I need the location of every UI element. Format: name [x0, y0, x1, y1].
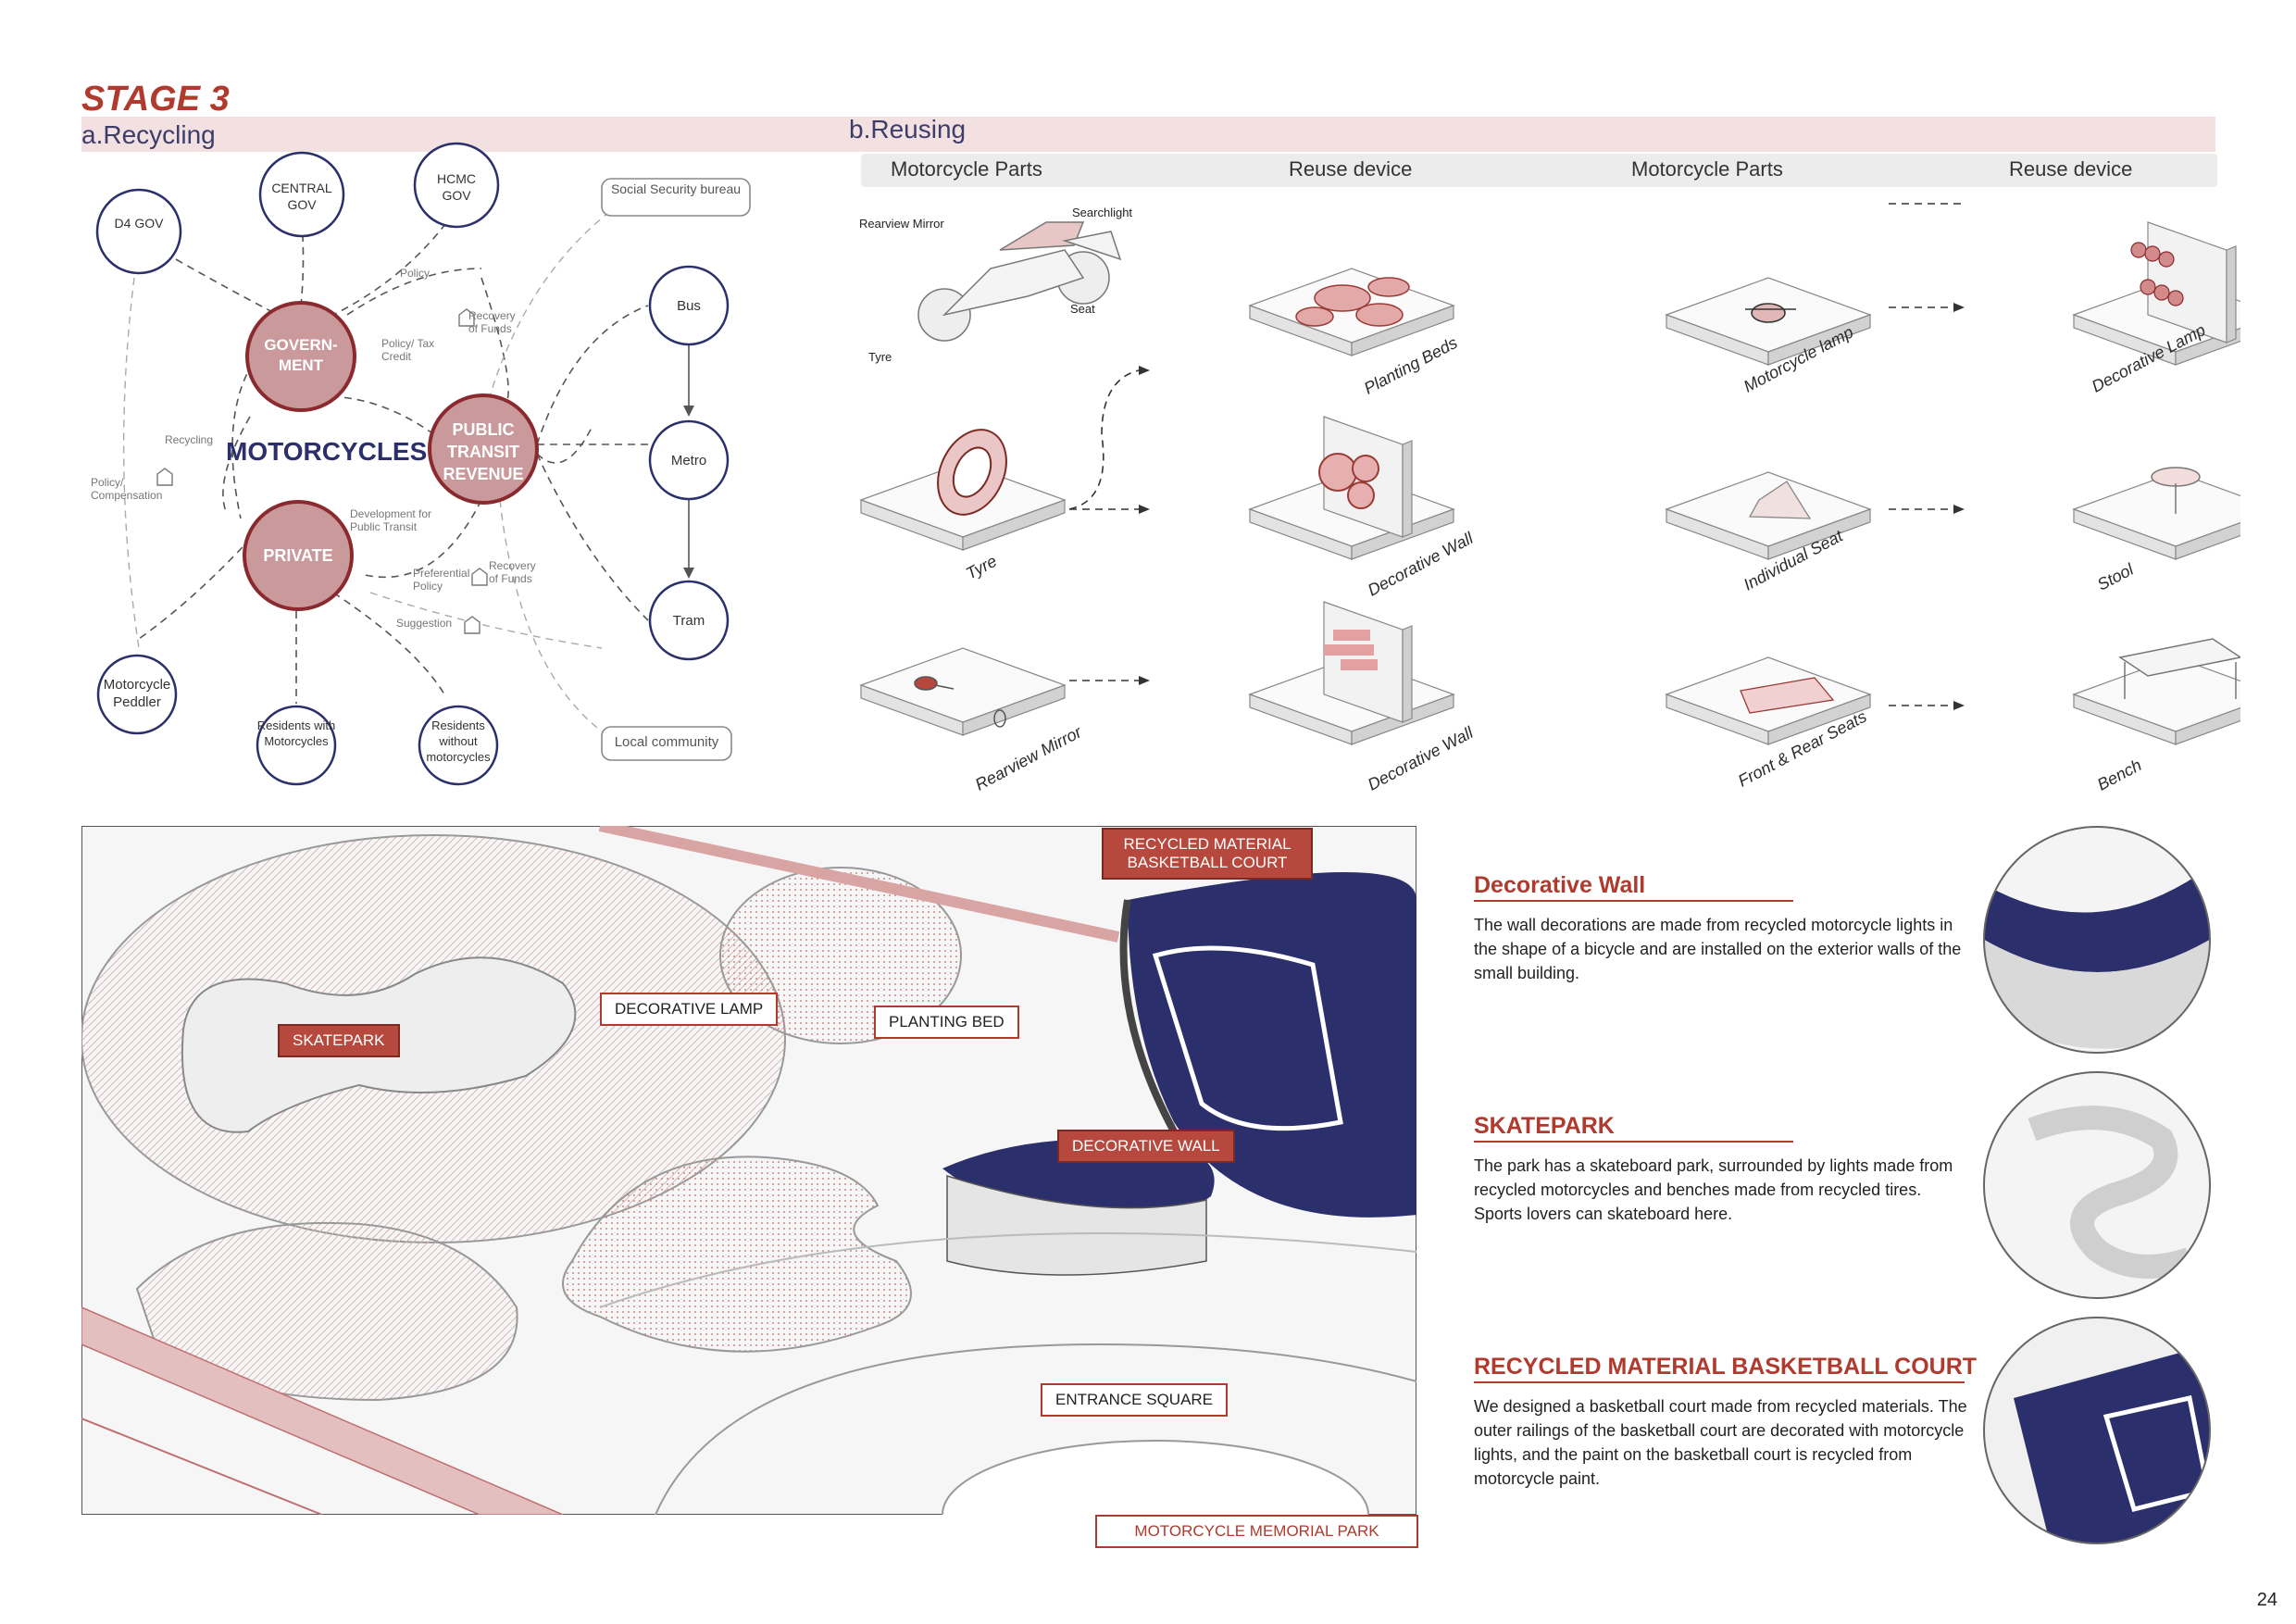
- motorcycle-peddler-node: [96, 654, 178, 735]
- reuse-header-bar: [861, 154, 2217, 187]
- residents-without-node: [418, 705, 499, 786]
- edge-label-policy-comp: Policy/ Compensation: [91, 476, 163, 502]
- government-node: [245, 301, 356, 412]
- central-gov-label: CENTRAL GOV: [271, 181, 332, 212]
- bus-node: [648, 265, 730, 346]
- bus-label: Bus: [677, 298, 701, 314]
- callout-planting-bed: PLANTING BED: [874, 1006, 1019, 1039]
- edge-label-recycling: Recycling: [165, 433, 214, 446]
- plan-caption: MOTORCYCLE MEMORIAL PARK: [1095, 1515, 1418, 1548]
- residents-with-label: Residents with Motorcycles: [256, 718, 336, 748]
- desc-title-decorative-wall: Decorative Wall: [1474, 872, 1646, 898]
- tram-node: [648, 580, 730, 661]
- residents-without-label: Residents without motorcycles: [426, 718, 491, 764]
- stage-title: STAGE 3: [81, 80, 230, 119]
- reusing-label: b.Reusing: [849, 115, 967, 144]
- label-tyre: Tyre: [868, 350, 892, 364]
- motorcycles-title: MOTORCYCLES: [226, 437, 428, 466]
- recycling-label: a.Recycling: [81, 120, 216, 149]
- metro-node: [648, 419, 730, 501]
- edge-label-recovery-1: Recovery of Funds: [468, 309, 516, 335]
- reuse-header-parts-2: Motorcycle Parts: [1631, 157, 1783, 181]
- social-security-node: [601, 178, 751, 217]
- desc-rule-3: [1474, 1381, 1965, 1383]
- desc-rule-2: [1474, 1141, 1793, 1143]
- detail-basketball-court: [1984, 1318, 2210, 1543]
- public-transit-label: PUBLIC TRANSIT REVENUE: [443, 420, 524, 483]
- planting-beds-platform: [1249, 268, 1454, 356]
- label-rearview-mirror: Rearview Mirror: [859, 217, 944, 231]
- desc-body-decorative-wall: The wall decorations are made from recyc…: [1474, 916, 1962, 982]
- residents-with-node: [256, 705, 337, 786]
- motorcycle-illustration: [917, 221, 1122, 342]
- desc-title-basketball: RECYCLED MATERIAL BASKETBALL COURT: [1474, 1354, 1978, 1380]
- public-transit-node: [428, 394, 539, 505]
- government-label: GOVERN- MENT: [264, 336, 338, 374]
- detail-circles: [1983, 826, 2211, 1544]
- edge-label-suggestion: Suggestion: [396, 617, 453, 630]
- desc-rule-1: [1474, 900, 1793, 902]
- page-number: 24: [2256, 1590, 2277, 1610]
- tyre-illustration: [937, 429, 1007, 516]
- edge-label-recovery-2: Recovery of Funds: [489, 559, 536, 585]
- hcmc-gov-node: [413, 142, 500, 229]
- callout-entrance-square: ENTRANCE SQUARE: [1041, 1383, 1229, 1417]
- reuse-header-device-1: Reuse device: [1289, 157, 1413, 181]
- desc-title-skatepark: SKATEPARK: [1474, 1113, 1615, 1139]
- planting-beds-illustration: [1295, 277, 1410, 327]
- callout-decorative-wall: DECORATIVE WALL: [1057, 1130, 1235, 1163]
- planting-bed-center: [562, 1156, 912, 1353]
- mirror-illustration: [914, 676, 1006, 728]
- mirror-platform: [860, 647, 1066, 736]
- tram-label: Tram: [672, 613, 705, 629]
- detail-skatepark: [1984, 1072, 2210, 1298]
- edge-label-development: Development for Public Transit: [350, 507, 432, 533]
- hcmc-gov-label: HCMC GOV: [437, 171, 476, 203]
- metro-label: Metro: [670, 453, 707, 468]
- label-seat: Seat: [1070, 302, 1095, 316]
- central-gov-node: [258, 151, 345, 238]
- stool-platform: [2073, 471, 2240, 560]
- social-security-label: Social Security bureau: [610, 181, 742, 196]
- motorcycle-peddler-label: Motorcycle Peddler: [103, 677, 171, 710]
- recycling-diagram: [95, 142, 751, 786]
- d4-gov-label: D4 GOV: [114, 216, 164, 231]
- lamp-illustration: [1745, 303, 1796, 323]
- planting-bed-top: [719, 867, 962, 1044]
- desc-body-skatepark: The park has a skateboard park, surround…: [1474, 1156, 1953, 1223]
- callout-basketball-court: RECYCLED MATERIAL BASKETBALL COURT: [1102, 828, 1313, 880]
- local-community-node: [601, 726, 732, 761]
- edge-label-policy: Policy: [400, 267, 430, 280]
- section-band: [81, 117, 2215, 152]
- desc-body-basketball: We designed a basketball court made from…: [1474, 1397, 1967, 1488]
- edge-label-policy-tax: Policy/ Tax Credit: [381, 337, 435, 363]
- private-label: PRIVATE: [263, 546, 333, 565]
- d4-gov-node: [95, 188, 182, 275]
- private-node: [243, 500, 354, 611]
- callout-decorative-lamp: DECORATIVE LAMP: [600, 993, 779, 1026]
- local-community-label: Local community: [614, 734, 719, 750]
- callout-skatepark: SKATEPARK: [278, 1024, 400, 1057]
- detail-decorative-wall: [1984, 827, 2210, 1053]
- reuse-illustrations: [860, 203, 2240, 745]
- reuse-header-device-2: Reuse device: [2009, 157, 2133, 181]
- reuse-header-parts-1: Motorcycle Parts: [891, 157, 1042, 181]
- road: [81, 1306, 564, 1515]
- label-searchlight: Searchlight: [1072, 206, 1133, 219]
- edge-label-preferential: Preferential Policy: [413, 567, 470, 593]
